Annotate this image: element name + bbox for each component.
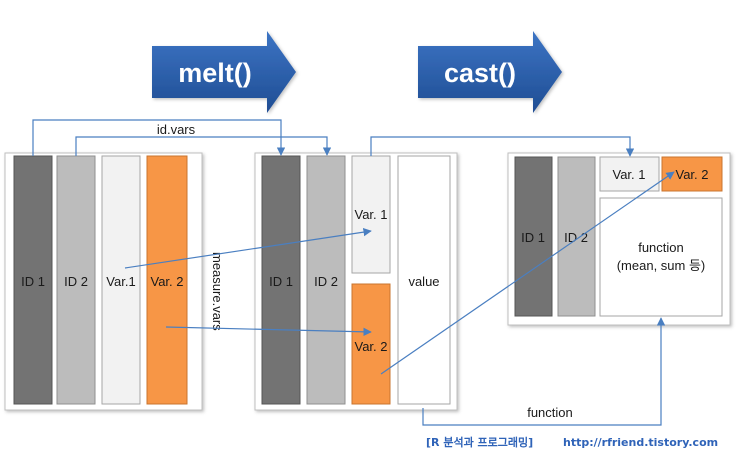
wide-var2-label: Var. 2	[150, 274, 183, 289]
long-id2-label: ID 2	[314, 274, 338, 289]
cast-id2-column	[557, 156, 596, 317]
cast-function-label: function	[638, 240, 684, 255]
long-id2-column	[306, 155, 346, 405]
cast-function-examples: (mean, sum 등)	[617, 258, 706, 273]
cast-var1-header	[599, 156, 660, 192]
long-id1-column	[261, 155, 301, 405]
function-label: function	[527, 405, 573, 420]
long-var1-block	[351, 155, 391, 274]
cast-var1-label: Var. 1	[612, 167, 645, 182]
cast-id1-column	[514, 156, 553, 317]
id-vars-label: id.vars	[157, 122, 196, 137]
wide-id1-column	[13, 155, 53, 405]
long-var2-label: Var. 2	[354, 339, 387, 354]
wide-var1-column	[101, 155, 141, 405]
wide-data-panel: ID 1 ID 2 Var.1 Var. 2	[4, 152, 203, 411]
credit-url: http://rfriend.tistory.com	[563, 436, 718, 449]
credit-blog: [R 분석과 프로그래밍]	[426, 435, 533, 449]
melt-arrow: melt()	[152, 31, 296, 113]
cast-arrows	[380, 171, 675, 426]
wide-id2-label: ID 2	[64, 274, 88, 289]
wide-var1-label: Var.1	[106, 274, 135, 289]
cast-id2-label: ID 2	[564, 230, 588, 245]
wide-id1-label: ID 1	[21, 274, 45, 289]
id-vars-connectors	[32, 119, 635, 157]
long-var1-label: Var. 1	[354, 207, 387, 222]
long-value-column	[397, 155, 451, 405]
cast-arrow: cast()	[418, 31, 562, 113]
measure-vars-label: measure.vars	[210, 252, 225, 331]
long-var2-block	[351, 283, 391, 405]
melt-label: melt()	[178, 58, 252, 88]
cast-label: cast()	[444, 58, 516, 88]
cast-var2-label: Var. 2	[675, 167, 708, 182]
cast-function-cell	[599, 197, 723, 317]
long-value-label: value	[408, 274, 439, 289]
long-data-panel: ID 1 ID 2 Var. 1 Var. 2 value	[254, 152, 458, 411]
measure-vars-arrows	[124, 227, 372, 337]
cast-id1-label: ID 1	[521, 230, 545, 245]
wide-var2-column	[146, 155, 188, 405]
cast-result-panel: ID 1 ID 2 Var. 1 Var. 2 function (mean, …	[507, 152, 731, 326]
long-id1-label: ID 1	[269, 274, 293, 289]
